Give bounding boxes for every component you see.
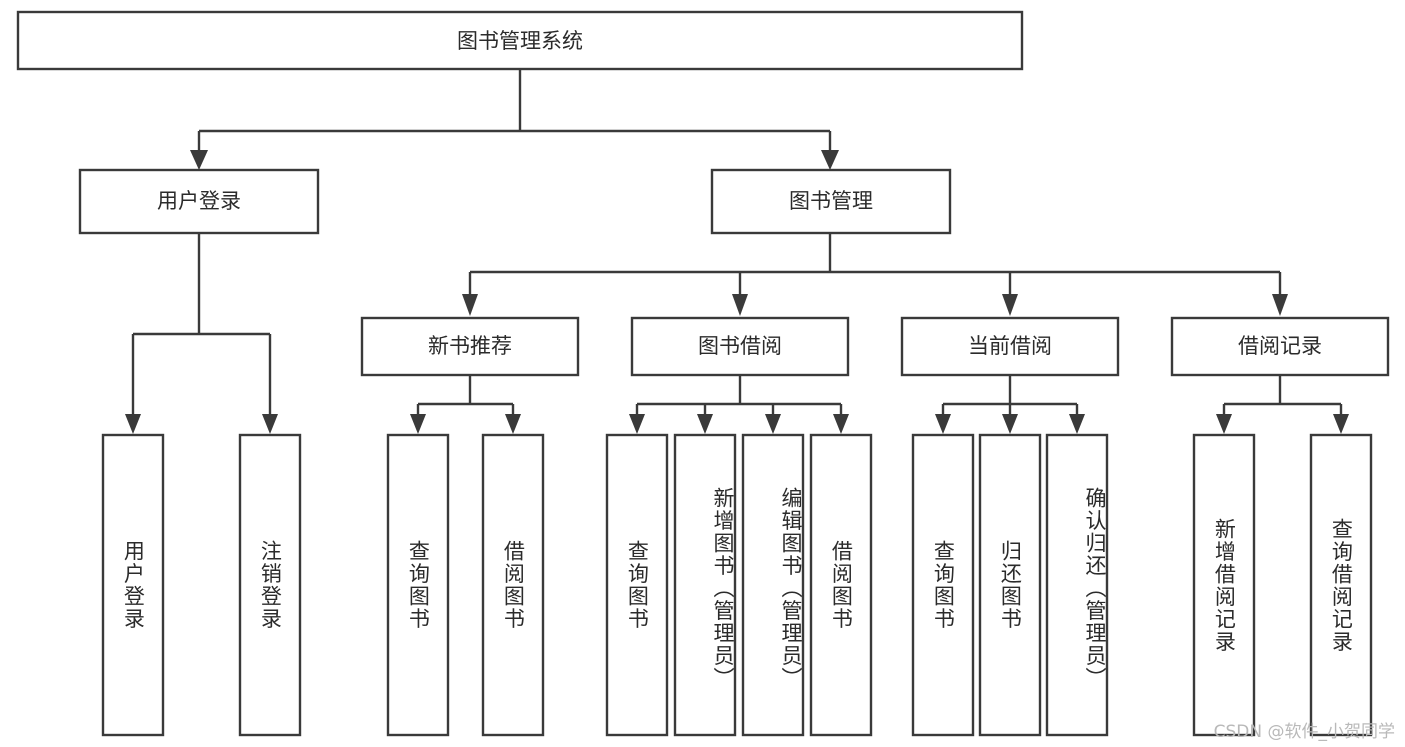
- leaf-box-current-borrow-1[interactable]: [911, 433, 975, 737]
- arrow-book-borrow-leaf-2: [697, 414, 713, 434]
- leaf-box-new-book-1[interactable]: [386, 433, 450, 737]
- arrow-root-to-book-manage: [821, 150, 839, 170]
- node-current-borrow-label: 当前借阅: [968, 334, 1052, 358]
- leaf-box-user-login-2[interactable]: [238, 433, 302, 737]
- arrow-new-book-leaf-2: [505, 414, 521, 434]
- arrow-borrow-record-leaf-2: [1333, 414, 1349, 434]
- arrow-current-borrow-leaf-3: [1069, 414, 1085, 434]
- leaf-box-book-borrow-2[interactable]: [673, 433, 737, 737]
- node-book-manage-label: 图书管理: [789, 189, 873, 213]
- leaf-box-borrow-record-1[interactable]: [1192, 433, 1256, 737]
- arrow-current-borrow-leaf-2: [1002, 414, 1018, 434]
- arrow-user-login-leaf-2: [262, 414, 278, 434]
- node-root-label: 图书管理系统: [457, 29, 583, 53]
- leaf-box-user-login-1[interactable]: [101, 433, 165, 737]
- arrow-book-borrow-leaf-4: [833, 414, 849, 434]
- arrow-new-book-leaf-1: [410, 414, 426, 434]
- node-user-login-label: 用户登录: [157, 189, 241, 213]
- arrow-book-manage-group-3: [1002, 294, 1018, 316]
- arrow-book-borrow-leaf-3: [765, 414, 781, 434]
- arrow-book-borrow-leaf-1: [629, 414, 645, 434]
- leaf-box-borrow-record-2[interactable]: [1309, 433, 1373, 737]
- leaf-box-new-book-2[interactable]: [481, 433, 545, 737]
- arrow-book-manage-group-2: [732, 294, 748, 316]
- node-current-borrow-box[interactable]: [900, 316, 1120, 377]
- leaf-box-current-borrow-2[interactable]: [978, 433, 1042, 737]
- leaf-box-book-borrow-4[interactable]: [809, 433, 873, 737]
- csdn-watermark: CSDN @软件_小贺同学: [1213, 722, 1395, 742]
- node-book-borrow-label: 图书借阅: [698, 334, 782, 358]
- node-root-box[interactable]: [16, 10, 1024, 71]
- leaf-box-current-borrow-3[interactable]: [1045, 433, 1109, 737]
- connector-layer: [125, 69, 1349, 434]
- node-layer: 图书管理系统 用户登录 图书管理 新书推荐 图书借阅 当前借阅 借阅记录: [16, 10, 1390, 737]
- arrow-current-borrow-leaf-1: [935, 414, 951, 434]
- node-book-borrow-box[interactable]: [630, 316, 850, 377]
- arrow-borrow-record-leaf-1: [1216, 414, 1232, 434]
- leaf-box-book-borrow-3[interactable]: [741, 433, 805, 737]
- arrow-user-login-leaf-1: [125, 414, 141, 434]
- node-book-manage-box[interactable]: [710, 168, 952, 235]
- arrow-book-manage-group-4: [1272, 294, 1288, 316]
- arrow-root-to-user-login: [190, 150, 208, 170]
- node-borrow-record-label: 借阅记录: [1238, 334, 1322, 358]
- arrow-book-manage-group-1: [462, 294, 478, 316]
- leaf-box-book-borrow-1[interactable]: [605, 433, 669, 737]
- node-new-book-box[interactable]: [360, 316, 580, 377]
- node-user-login-box[interactable]: [78, 168, 320, 235]
- node-new-book-label: 新书推荐: [428, 334, 512, 358]
- node-borrow-record-box[interactable]: [1170, 316, 1390, 377]
